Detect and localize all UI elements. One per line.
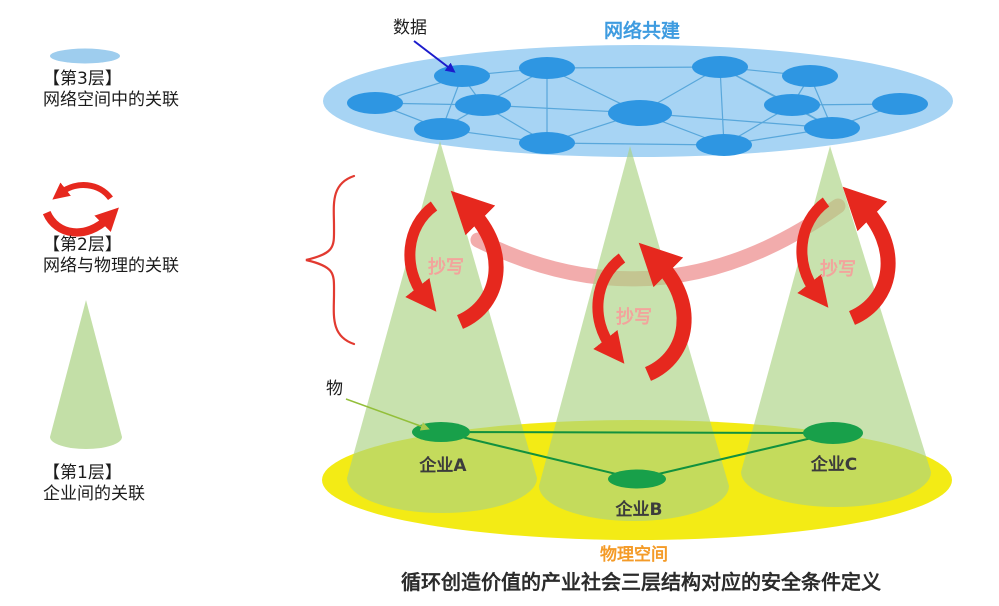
network-node bbox=[519, 132, 575, 154]
legend-layer3-tag: 【第3层】 bbox=[43, 69, 122, 89]
cyber-space-title: 网络共建 bbox=[604, 19, 680, 42]
enterprise-dot-a bbox=[412, 422, 470, 442]
network-node bbox=[519, 57, 575, 79]
diagram-caption: 循环创造价值的产业社会三层结构对应的安全条件定义 bbox=[401, 570, 881, 594]
legend: 【第3层】 网络空间中的关联 【第2层】 网络与物理的关联 【第1层】 企业间的… bbox=[43, 48, 179, 504]
network-node bbox=[347, 92, 403, 114]
projection-cones bbox=[347, 141, 931, 521]
network-node-data bbox=[434, 65, 490, 87]
network-node bbox=[692, 56, 748, 78]
enterprise-c-label: 企业C bbox=[810, 454, 857, 475]
legend-cyber-ellipse-icon bbox=[50, 48, 120, 64]
object-label: 物 bbox=[326, 379, 343, 399]
enterprise-links bbox=[440, 431, 834, 480]
layer2-brace bbox=[305, 174, 356, 346]
data-arrow bbox=[413, 40, 456, 73]
network-node bbox=[872, 93, 928, 115]
projection-cone-c bbox=[741, 146, 931, 507]
network-node bbox=[782, 65, 838, 87]
enterprise-dot-c bbox=[803, 422, 863, 444]
network-node bbox=[414, 118, 470, 140]
copy-label-c: 抄写 bbox=[820, 258, 856, 280]
copy-label-b: 抄写 bbox=[616, 306, 652, 328]
network-edges bbox=[374, 66, 901, 146]
legend-layer3-desc: 网络空间中的关联 bbox=[43, 90, 179, 110]
network-node bbox=[455, 94, 511, 116]
legend-layer1-desc: 企业间的关联 bbox=[43, 484, 145, 504]
enterprise-dot-b bbox=[608, 469, 666, 489]
legend-copy-cycle-icon bbox=[47, 185, 111, 232]
object-arrow bbox=[345, 398, 430, 431]
network-node bbox=[804, 117, 860, 139]
legend-layer2-desc: 网络与物理的关联 bbox=[43, 256, 179, 276]
network-node bbox=[764, 94, 820, 116]
physical-space-title: 物理空间 bbox=[600, 544, 668, 565]
legend-layer1-tag: 【第1层】 bbox=[43, 463, 122, 483]
legend-cone-icon bbox=[50, 300, 122, 449]
network-nodes bbox=[347, 56, 928, 156]
data-label: 数据 bbox=[393, 18, 427, 38]
enterprise-a-label: 企业A bbox=[418, 455, 467, 476]
enterprise-b-label: 企业B bbox=[615, 499, 663, 520]
network-node bbox=[608, 100, 672, 126]
projection-cone-a bbox=[347, 141, 537, 513]
legend-layer2-tag: 【第2层】 bbox=[43, 235, 122, 255]
network-node bbox=[696, 134, 752, 156]
projection-cone-b bbox=[539, 146, 729, 521]
copy-label-a: 抄写 bbox=[428, 256, 464, 278]
